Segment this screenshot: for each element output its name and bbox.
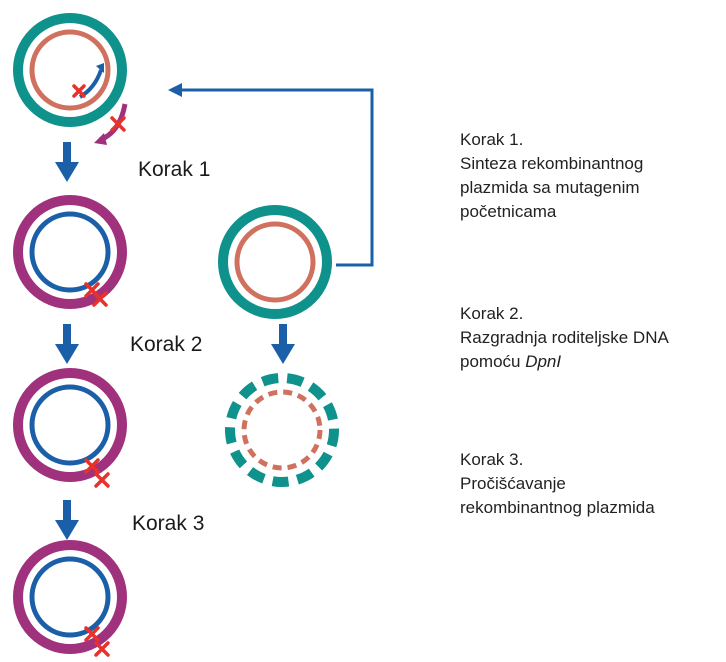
step-1-line2: plazmida sa mutagenim (460, 178, 640, 197)
step-1-line3: početnicama (460, 202, 557, 221)
recombinant-plasmid-step1 (13, 195, 127, 309)
step-3-label: Korak 3 (132, 512, 205, 535)
purified-recombinant-plasmid (13, 540, 127, 657)
step-2-label: Korak 2 (130, 333, 203, 356)
step-2-line2-prefix: pomoću (460, 352, 526, 371)
template-return-arrow (168, 83, 374, 267)
recombinant-plasmid-step2 (13, 368, 127, 488)
step-1-line1: Sinteza rekombinantnog (460, 154, 644, 173)
mutation-mark (110, 116, 126, 132)
mutation-mark (84, 626, 110, 657)
step-1-description: Korak 1. Sinteza rekombinantnog plazmida… (460, 128, 643, 224)
down-arrow-step1 (55, 142, 79, 182)
down-arrow-digestion (271, 324, 295, 364)
step-3-line1: Pročišćavanje (460, 474, 566, 493)
step-2-line2: pomoću DpnI (460, 350, 669, 374)
down-arrow-step2 (55, 324, 79, 364)
down-arrow-step3 (55, 500, 79, 540)
enzyme-name: DpnI (525, 352, 562, 371)
digested-parental-plasmid (225, 373, 339, 487)
step-2-description: Korak 2. Razgradnja roditeljske DNA pomo… (460, 302, 669, 374)
step-2-heading: Korak 2. (460, 304, 524, 323)
parental-plasmid (218, 205, 332, 319)
step-2-line1: Razgradnja roditeljske DNA (460, 328, 669, 347)
parental-plasmid-with-primers (13, 13, 128, 145)
mutation-mark (84, 282, 108, 307)
step-1-label: Korak 1 (138, 158, 211, 181)
step-3-description: Korak 3. Pročišćavanje rekombinantnog pl… (460, 448, 655, 520)
step-1-heading: Korak 1. (460, 130, 524, 149)
mutation-mark (72, 84, 86, 98)
step-3-heading: Korak 3. (460, 450, 524, 469)
mutation-mark (84, 458, 110, 488)
step-3-line2: rekombinantnog plazmida (460, 498, 655, 517)
